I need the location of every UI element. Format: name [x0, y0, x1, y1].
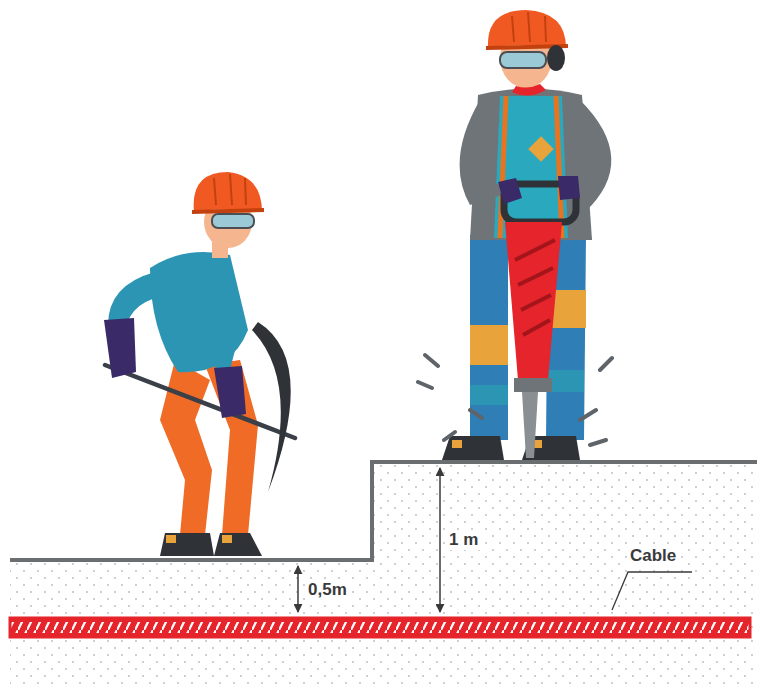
cable [10, 618, 750, 637]
dimension-line [439, 468, 441, 612]
worker-pickaxe [104, 172, 295, 556]
ground-line [10, 462, 757, 560]
worker-jackhammer [418, 10, 612, 460]
leader-line [612, 572, 692, 610]
dimension-line [297, 566, 299, 612]
dimension-label: 0,5m [306, 581, 349, 600]
dimension-label: 1 m [447, 531, 480, 550]
cable-label: Cable [628, 547, 678, 566]
